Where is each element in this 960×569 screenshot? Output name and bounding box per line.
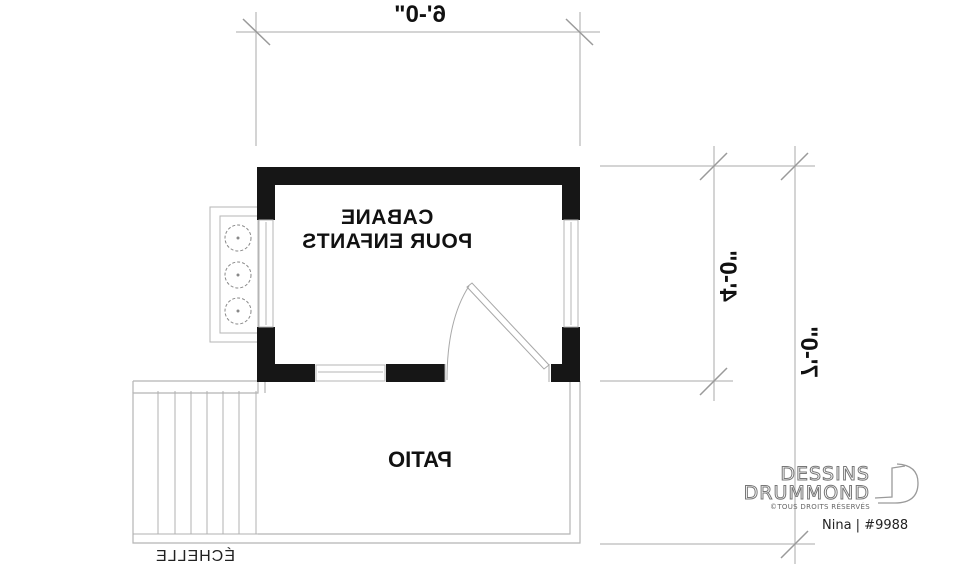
room-label-patio: PATIO xyxy=(388,447,452,472)
dimension-width-label: 6'-0" xyxy=(394,1,446,28)
plan-reference: Nina | #9988 xyxy=(822,518,909,533)
cabin-walls xyxy=(257,167,580,382)
flower-icon xyxy=(224,224,252,325)
drummond-logo: DESSINS DRUMMOND ©TOUS DROITS RÉSERVÉS xyxy=(743,463,922,523)
room-label-line2: POUR ENFANTS xyxy=(301,230,473,253)
windows xyxy=(258,219,579,382)
door xyxy=(444,282,550,382)
room-label-cabane: CABANE POUR ENFANTS xyxy=(282,206,492,254)
logo-text-drummond: DRUMMOND xyxy=(743,482,870,505)
dimension-right xyxy=(600,146,815,564)
planter-box xyxy=(209,206,259,343)
room-label-line1: CABANE xyxy=(340,206,434,229)
dimension-top xyxy=(236,12,600,146)
ladder-label: ÉCHELLE xyxy=(155,548,235,565)
logo-copyright: ©TOUS DROITS RÉSERVÉS xyxy=(770,503,870,511)
drummond-logo-icon xyxy=(874,463,919,504)
logo-text-dessins: DESSINS xyxy=(780,463,870,486)
ladder-rungs xyxy=(133,391,258,535)
dimension-cabin-depth-label: 4'-0" xyxy=(714,250,741,302)
patio-deck xyxy=(132,380,581,544)
dimension-total-depth-label: 7'-0" xyxy=(795,326,822,378)
